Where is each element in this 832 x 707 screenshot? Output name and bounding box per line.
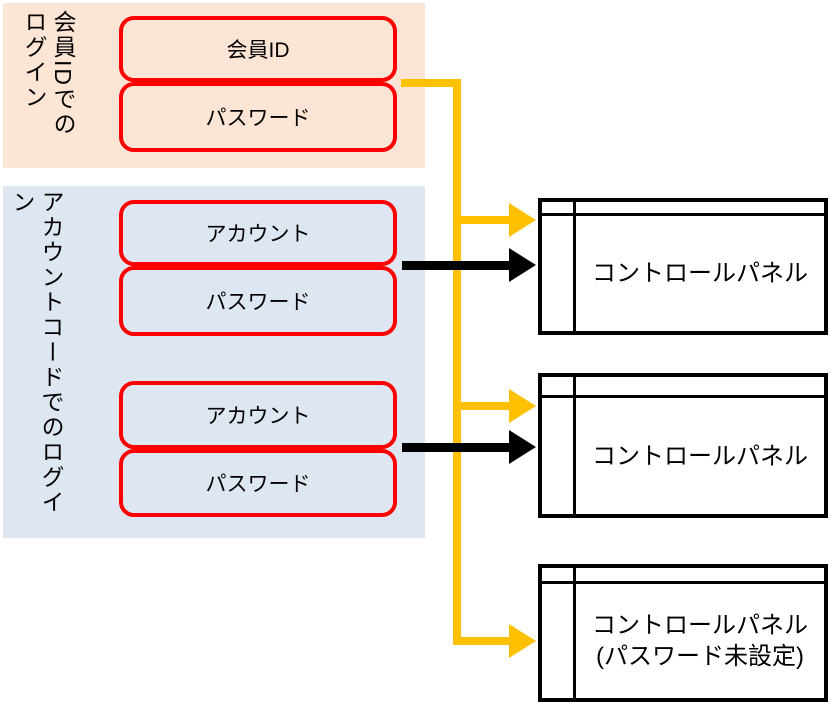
account-code-login-group — [3, 186, 425, 538]
orange-arrowhead-to-panel-3 — [509, 624, 536, 658]
panel-3-text: コントロールパネル (パスワード未設定) — [576, 584, 824, 698]
orange-connector-trunk — [453, 79, 461, 645]
black-arrowhead-pair1-to-panel-1 — [509, 248, 536, 282]
member-id-field: 会員ID — [119, 16, 397, 82]
control-panel-window-2: コントロールパネル — [538, 373, 828, 518]
black-arrowhead-pair2-to-panel-2 — [509, 430, 536, 464]
panel-2-sidebar-divider — [573, 377, 576, 514]
member-password-field: パスワード — [119, 82, 397, 152]
panel-3-sidebar-divider — [573, 568, 576, 698]
account-field-2: アカウント — [119, 381, 397, 449]
panel-1-text: コントロールパネル — [576, 216, 824, 331]
panel-3-title: コントロールパネル — [592, 612, 808, 639]
panel-1-title: コントロールパネル — [592, 260, 808, 287]
panel-2-text: コントロールパネル — [576, 398, 824, 514]
account-code-login-label: アカウントコードでのログイン — [9, 190, 64, 515]
account-password-field-1: パスワード — [119, 266, 397, 336]
black-arrow-pair1-to-panel-1 — [402, 261, 509, 270]
account-password-field-2: パスワード — [119, 449, 397, 517]
black-arrow-pair2-to-panel-2 — [402, 443, 509, 452]
orange-branch-to-panel-3 — [457, 637, 509, 645]
panel-2-title: コントロールパネル — [592, 442, 808, 470]
orange-connector-start — [401, 79, 461, 87]
control-panel-window-3: コントロールパネル (パスワード未設定) — [538, 564, 828, 702]
control-panel-window-1: コントロールパネル — [538, 198, 828, 335]
panel-1-titlebar-divider — [542, 213, 824, 216]
orange-branch-to-panel-2 — [457, 402, 509, 410]
orange-branch-to-panel-1 — [457, 216, 509, 224]
orange-arrowhead-to-panel-1 — [509, 203, 536, 237]
panel-3-titlebar-divider — [542, 581, 824, 584]
panel-1-sidebar-divider — [573, 202, 576, 331]
member-id-login-label: 会員IDでのログイン — [21, 10, 76, 137]
panel-2-titlebar-divider — [542, 395, 824, 398]
panel-3-subtitle: (パスワード未設定) — [596, 643, 804, 670]
account-field-1: アカウント — [119, 200, 397, 266]
orange-arrowhead-to-panel-2 — [509, 389, 536, 423]
